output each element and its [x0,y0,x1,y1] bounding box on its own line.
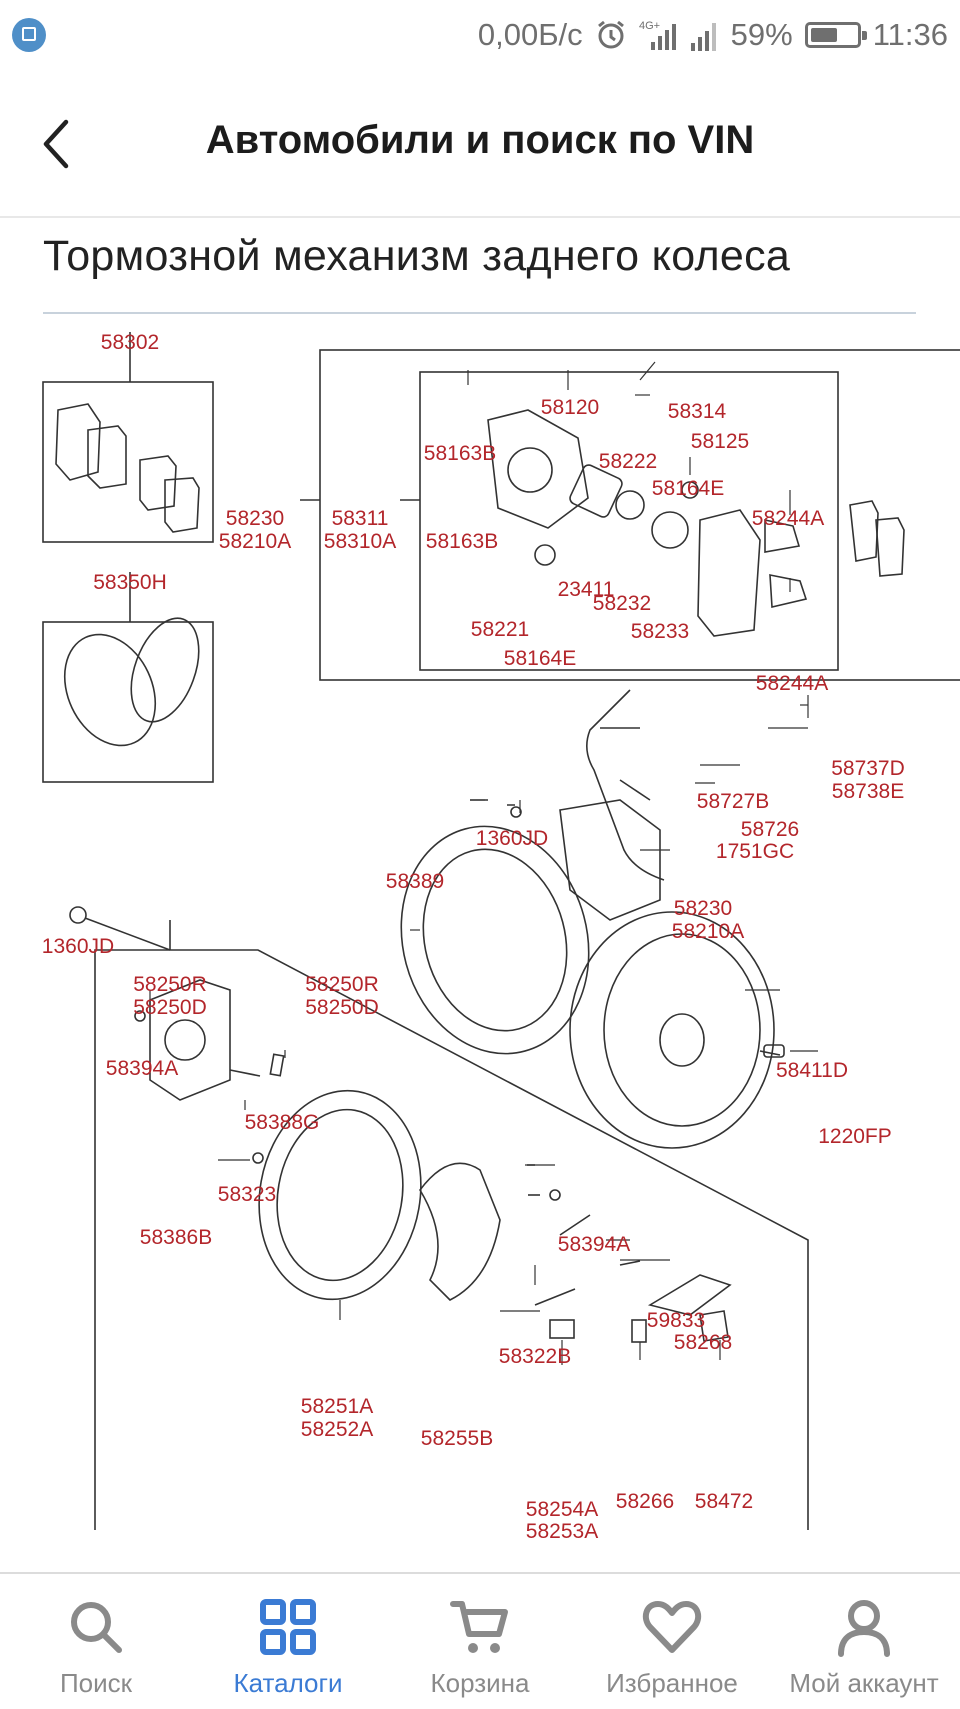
part-label[interactable]: 58411D [776,1059,848,1082]
part-label[interactable]: 58233 [631,620,689,643]
search-icon [71,1602,122,1653]
part-label[interactable]: 58737D [831,757,905,780]
battery-percent: 59% [730,17,793,52]
part-label[interactable]: 58394A [558,1233,630,1256]
part-label[interactable]: 58252A [301,1418,373,1441]
bottom-nav: Поиск Каталоги Корзина Избранное Мой акк… [0,1572,960,1709]
part-label[interactable]: 58472 [695,1490,753,1513]
part-label[interactable]: 58253A [526,1520,598,1543]
clock: 11:36 [872,17,948,52]
nav-catalogs[interactable]: Каталоги [192,1574,384,1709]
part-label[interactable]: 59833 [647,1309,705,1332]
back-button[interactable] [36,114,80,174]
part-label[interactable]: 58254A [526,1498,598,1521]
notification-icon [12,18,46,52]
chevron-left-icon [43,119,69,169]
part-label[interactable]: 1360JD [42,935,114,958]
part-label[interactable]: 58386B [140,1226,212,1249]
heart-icon [642,1601,702,1653]
part-label[interactable]: 58230 [674,897,732,920]
part-label[interactable]: 58266 [616,1490,674,1513]
part-label[interactable]: 58232 [593,592,651,615]
part-label[interactable]: 58388G [245,1111,320,1134]
part-label[interactable]: 58164E [504,647,576,670]
part-label[interactable]: 58738E [832,780,904,803]
nav-account-label: Мой аккаунт [789,1668,939,1698]
part-label[interactable]: 1751GC [716,840,794,863]
part-label[interactable]: 58302 [101,331,159,354]
app-header: Автомобили и поиск по VIN [0,90,960,218]
part-label[interactable]: 58222 [599,450,657,473]
part-label[interactable]: 58163B [424,442,496,465]
catalog-grid-icon [260,1599,316,1655]
battery-icon [804,22,867,48]
nav-search[interactable]: Поиск [0,1574,192,1709]
part-label[interactable]: 58322B [499,1345,571,1368]
part-label[interactable]: 58163B [426,530,498,553]
part-label[interactable]: 58164E [652,477,724,500]
account-icon [838,1600,890,1657]
part-label[interactable]: 58221 [471,618,529,641]
part-label[interactable]: 1360JD [476,827,548,850]
part-label[interactable]: 58394A [106,1057,178,1080]
part-label[interactable]: 58250D [133,996,207,1019]
signal-4g-icon: 4G+ [639,18,679,52]
part-label[interactable]: 23411 [558,578,615,601]
part-label[interactable]: 58250D [305,996,379,1019]
part-label[interactable]: 58244A [756,672,828,695]
nav-search-label: Поиск [59,1668,133,1698]
section-title: Тормозной механизм заднего колеса [43,232,791,280]
part-label[interactable]: 1220FP [818,1125,892,1148]
part-label[interactable]: 58120 [541,396,599,419]
page-title: Автомобили и поиск по VIN [205,118,755,162]
part-label[interactable]: 58230 [226,507,284,530]
nav-cart[interactable]: Корзина [384,1574,576,1709]
nav-account[interactable]: Мой аккаунт [768,1574,960,1709]
part-label[interactable]: 58250R [133,973,207,996]
part-label[interactable]: 58323 [218,1183,276,1206]
part-label[interactable]: 58244A [752,507,824,530]
nav-favorites[interactable]: Избранное [576,1574,768,1709]
alarm-icon [595,19,627,51]
cart-icon [450,1601,508,1653]
part-label[interactable]: 58389 [386,870,444,893]
part-label[interactable]: 58125 [691,430,749,453]
part-label[interactable]: 58350H [93,571,167,594]
part-label[interactable]: 58310A [324,530,396,553]
part-label[interactable]: 58726 [741,818,799,841]
network-speed: 0,00Б/с [477,17,583,52]
part-label[interactable]: 58255B [421,1427,493,1450]
part-label[interactable]: 58210A [219,530,291,553]
nav-favorites-label: Избранное [606,1668,738,1698]
status-bar: 0,00Б/с 4G+ 59% 11:36 [0,0,960,70]
nav-cart-label: Корзина [430,1668,530,1698]
divider [43,312,916,314]
part-label[interactable]: 58727B [697,790,769,813]
part-label[interactable]: 58268 [674,1331,732,1354]
part-label[interactable]: 58250R [305,973,379,996]
part-label[interactable]: 58311 [332,507,389,530]
part-label[interactable]: 58314 [668,400,727,423]
part-label[interactable]: 58210A [672,920,744,943]
part-label[interactable]: 58251A [301,1395,373,1418]
signal-icon [690,19,719,51]
nav-catalogs-label: Каталоги [233,1668,343,1698]
svg-text:4G+: 4G+ [639,20,660,32]
